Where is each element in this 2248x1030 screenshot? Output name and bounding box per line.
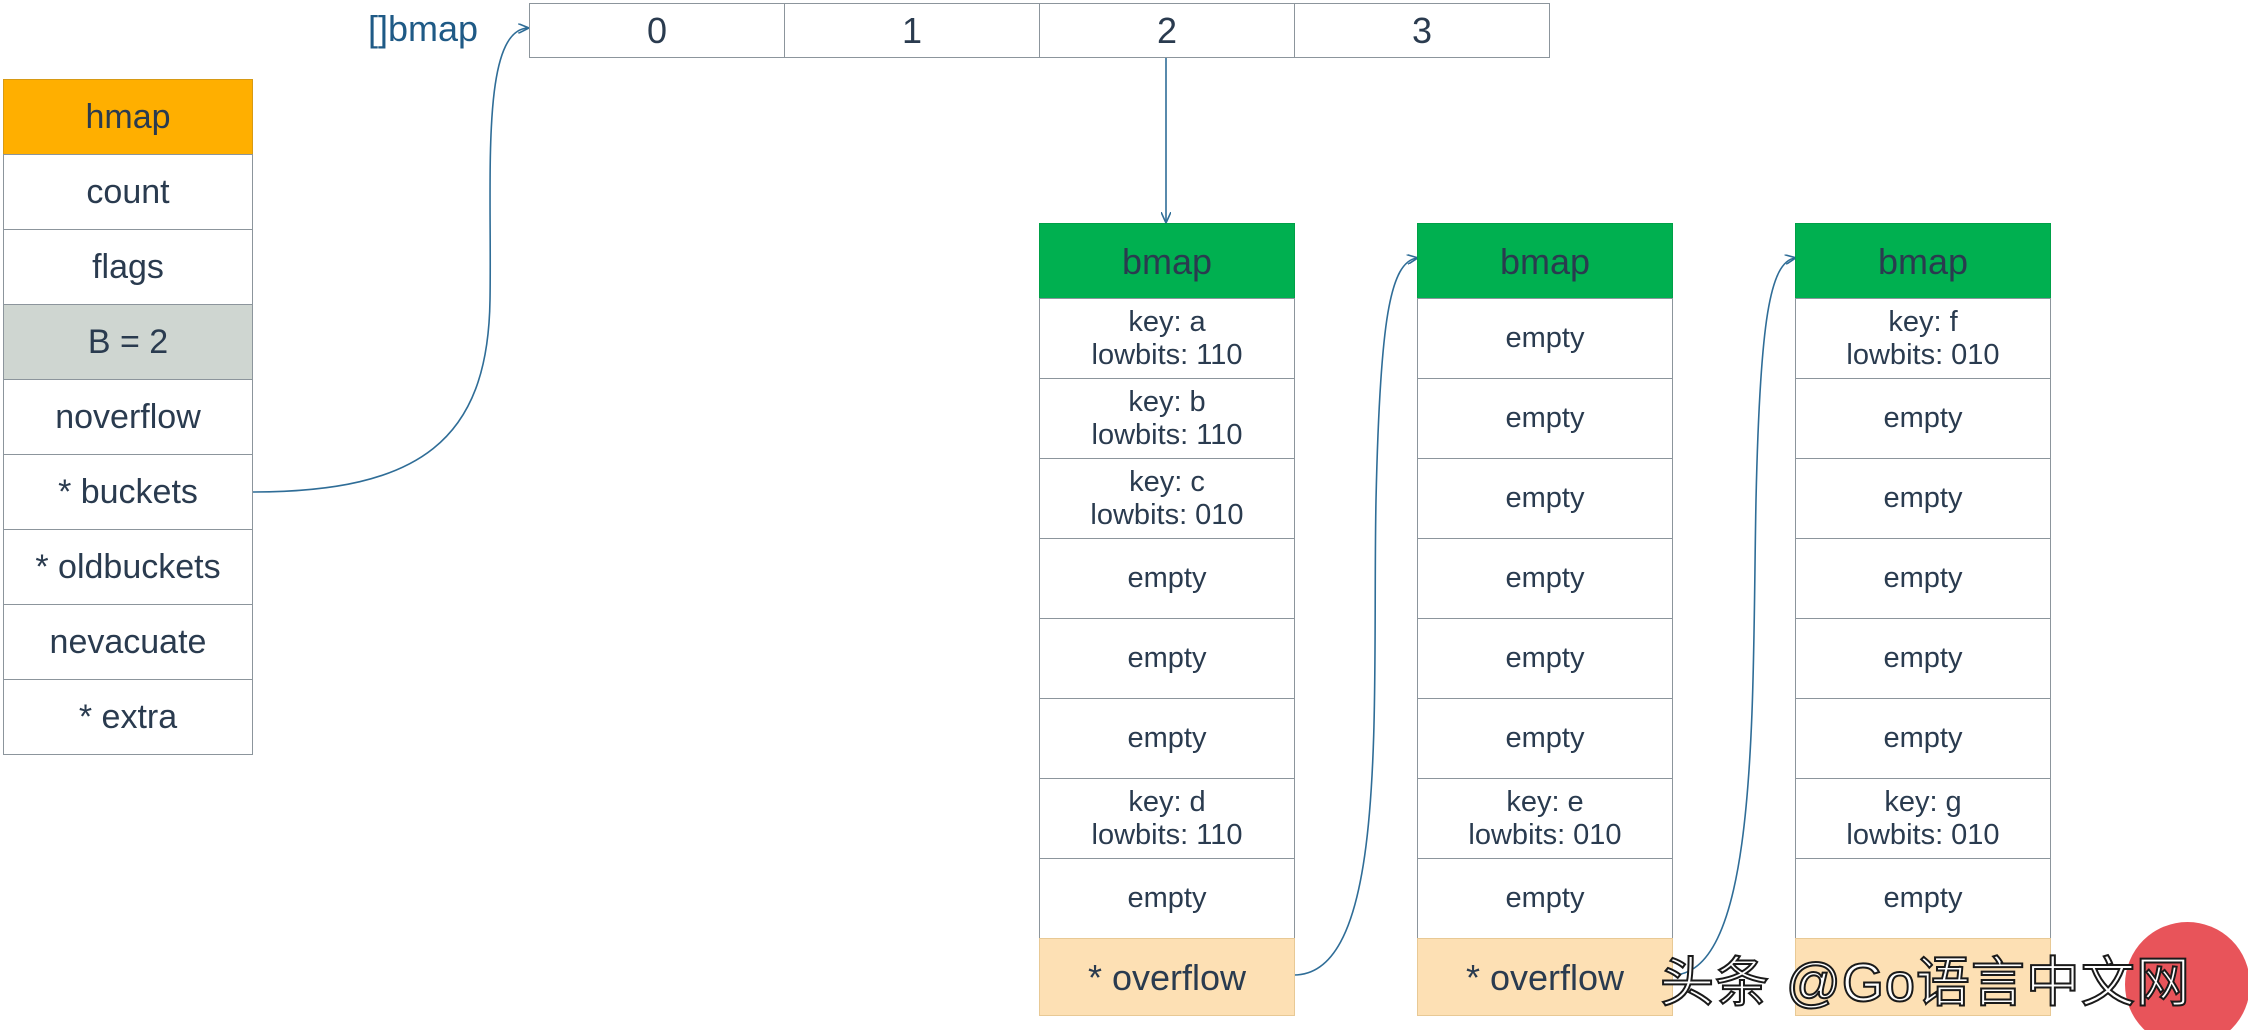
- hmap-field-nevacuate: nevacuate: [3, 604, 253, 680]
- slot-key: key: c: [1129, 465, 1205, 498]
- slot-key: key: d: [1128, 785, 1206, 818]
- bucket-3-slot: empty: [1795, 698, 2051, 779]
- bmap-array-index-3: 3: [1294, 3, 1550, 58]
- bmap-array-index-0: 0: [529, 3, 785, 58]
- bmap-array-index-1: 1: [784, 3, 1040, 58]
- slot-empty: empty: [1505, 722, 1585, 754]
- slot-key: key: b: [1128, 385, 1206, 418]
- bucket-2-slot: empty: [1417, 618, 1673, 699]
- bucket-1-slot: empty: [1039, 698, 1295, 779]
- slot-empty: empty: [1505, 402, 1585, 434]
- slot-key: key: f: [1888, 305, 1958, 338]
- slot-key: key: g: [1884, 785, 1962, 818]
- overflow-to-bucket2-arrow: [1293, 258, 1417, 976]
- bucket-2-slot: empty: [1417, 538, 1673, 619]
- bucket-2-header: bmap: [1417, 223, 1673, 299]
- bucket-1-slot: key: d lowbits: 110: [1039, 778, 1295, 859]
- hmap-field-buckets: * buckets: [3, 454, 253, 530]
- slot-lowbits: lowbits: 010: [1468, 818, 1622, 851]
- slot-empty: empty: [1883, 642, 1963, 674]
- slot-empty: empty: [1883, 562, 1963, 594]
- buckets-to-array-arrow: [251, 28, 528, 493]
- slot-empty: empty: [1505, 482, 1585, 514]
- hmap-field-oldbuckets: * oldbuckets: [3, 529, 253, 605]
- slot-lowbits: lowbits: 010: [1846, 818, 2000, 851]
- bucket-3-slot: empty: [1795, 538, 2051, 619]
- bucket-3-header: bmap: [1795, 223, 2051, 299]
- bucket-3-slot: key: f lowbits: 010: [1795, 298, 2051, 379]
- hmap-field-noverflow: noverflow: [3, 379, 253, 455]
- bucket-1-slot: key: c lowbits: 010: [1039, 458, 1295, 539]
- slot-lowbits: lowbits: 110: [1091, 818, 1243, 851]
- slot-lowbits: lowbits: 010: [1090, 498, 1244, 531]
- bucket-2-overflow: * overflow: [1417, 938, 1673, 1016]
- slot-empty: empty: [1883, 882, 1963, 914]
- slot-empty: empty: [1127, 722, 1207, 754]
- hmap-field-count: count: [3, 154, 253, 230]
- slot-key: key: a: [1128, 305, 1206, 338]
- watermark-badge: [2125, 922, 2248, 1030]
- slot-empty: empty: [1505, 882, 1585, 914]
- slot-empty: empty: [1505, 642, 1585, 674]
- hmap-field-extra: * extra: [3, 679, 253, 755]
- slot-lowbits: lowbits: 010: [1846, 338, 2000, 371]
- slot-empty: empty: [1505, 322, 1585, 354]
- slot-empty: empty: [1127, 562, 1207, 594]
- bucket-2-slot: empty: [1417, 458, 1673, 539]
- slot-key: key: e: [1506, 785, 1584, 818]
- slot-empty: empty: [1883, 722, 1963, 754]
- bucket-1-slot: key: a lowbits: 110: [1039, 298, 1295, 379]
- bucket-2-slot: empty: [1417, 378, 1673, 459]
- bucket-2-slot: empty: [1417, 858, 1673, 939]
- bucket-1-slot: key: b lowbits: 110: [1039, 378, 1295, 459]
- bucket-3-slot: key: g lowbits: 010: [1795, 778, 2051, 859]
- bucket-3-overflow: [1795, 938, 2051, 1016]
- bucket-1-slot: empty: [1039, 858, 1295, 939]
- bucket-1-overflow: * overflow: [1039, 938, 1295, 1016]
- watermark-text: 头条 @Go语言中文网: [1659, 952, 2191, 1014]
- slot-empty: empty: [1883, 482, 1963, 514]
- bucket-2-slot: key: e lowbits: 010: [1417, 778, 1673, 859]
- bucket-3-slot: empty: [1795, 618, 2051, 699]
- slot-empty: empty: [1505, 562, 1585, 594]
- bucket-1-header: bmap: [1039, 223, 1295, 299]
- bucket-3-slot: empty: [1795, 378, 2051, 459]
- bmap-array-label: []bmap: [368, 8, 479, 49]
- slot-lowbits: lowbits: 110: [1091, 418, 1243, 451]
- bucket-3-slot: empty: [1795, 458, 2051, 539]
- slot-lowbits: lowbits: 110: [1091, 338, 1243, 371]
- hmap-field-b: B = 2: [3, 304, 253, 380]
- bucket-2-slot: empty: [1417, 698, 1673, 779]
- bucket-1-slot: empty: [1039, 618, 1295, 699]
- bucket-3-slot: empty: [1795, 858, 2051, 939]
- bucket-1-slot: empty: [1039, 538, 1295, 619]
- overflow-to-bucket3-arrow: [1671, 258, 1795, 976]
- slot-empty: empty: [1127, 882, 1207, 914]
- bmap-array-index-2: 2: [1039, 3, 1295, 58]
- hmap-field-flags: flags: [3, 229, 253, 305]
- bucket-2-slot: empty: [1417, 298, 1673, 379]
- hmap-header: hmap: [3, 79, 253, 155]
- slot-empty: empty: [1127, 642, 1207, 674]
- slot-empty: empty: [1883, 402, 1963, 434]
